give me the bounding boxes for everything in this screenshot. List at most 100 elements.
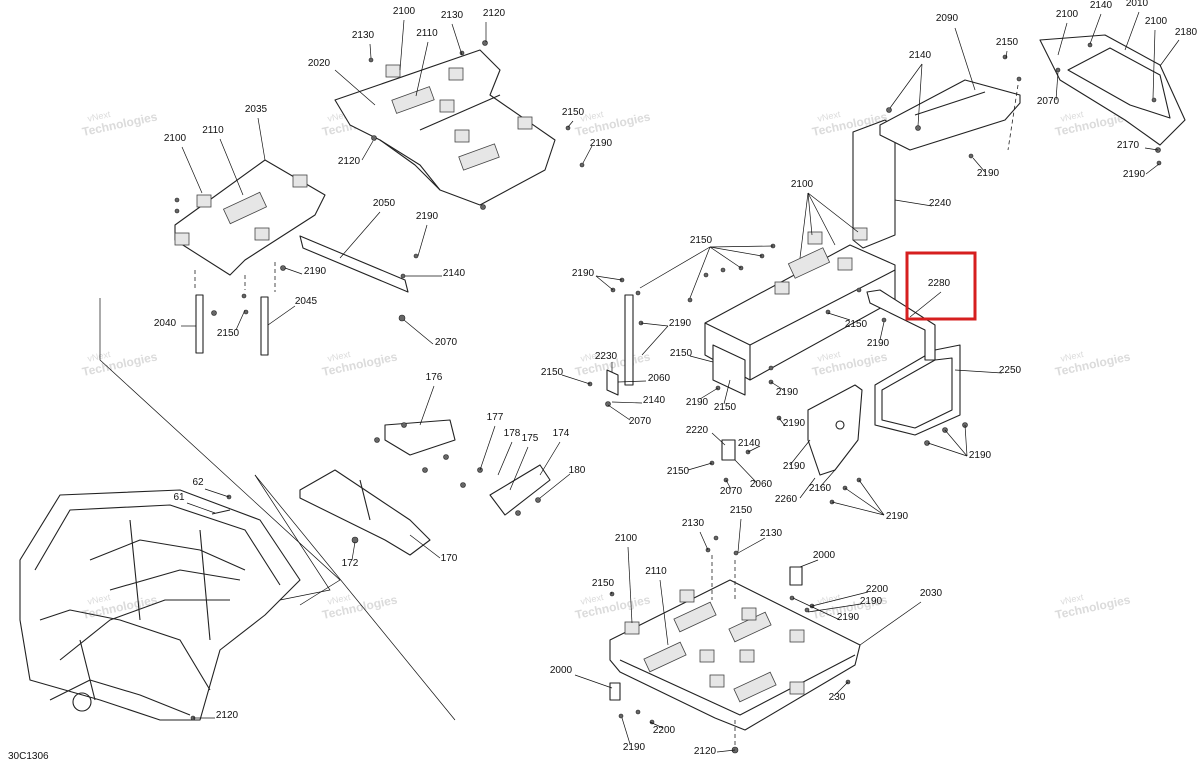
callout-2045: 2045 (295, 296, 318, 307)
callout-2190: 2190 (669, 318, 692, 329)
callout-2190: 2190 (416, 211, 439, 222)
callout-2000: 2000 (550, 665, 573, 676)
callout-2000: 2000 (813, 550, 836, 561)
callout-2140: 2140 (643, 395, 666, 406)
callout-178: 178 (504, 428, 521, 439)
callout-2110: 2110 (416, 28, 438, 39)
callout-2190: 2190 (783, 418, 806, 429)
callout-2190: 2190 (969, 450, 992, 461)
callout-2140: 2140 (443, 268, 466, 279)
callout-2120: 2120 (338, 156, 361, 167)
watermark-line1: vNext (87, 592, 112, 607)
fasteners-center (587, 243, 831, 421)
callout-2240: 2240 (929, 198, 952, 209)
callout-2230: 2230 (595, 351, 618, 362)
part-panel-2250 (874, 344, 968, 446)
callout-2100: 2100 (164, 133, 187, 144)
callout-2150: 2150 (690, 235, 713, 246)
callout-2040: 2040 (154, 318, 177, 329)
part-bracket-2050 (280, 235, 419, 322)
callout-2190: 2190 (623, 742, 646, 753)
callout-2130: 2130 (441, 10, 464, 21)
callout-2140: 2140 (1090, 0, 1113, 11)
callout-2190: 2190 (860, 596, 883, 607)
callout-2010: 2010 (1126, 0, 1149, 9)
callout-2100: 2100 (1056, 9, 1079, 20)
callout-2200: 2200 (866, 584, 889, 595)
callout-2035: 2035 (245, 104, 268, 115)
callout-2110: 2110 (645, 566, 667, 577)
part-vehicle-frame (19, 489, 301, 721)
part-plate-2260 (807, 384, 863, 505)
callout-62: 62 (192, 477, 204, 488)
callout-2110: 2110 (202, 125, 224, 136)
callout-2180: 2180 (1175, 27, 1198, 38)
callout-2060: 2060 (648, 373, 671, 384)
highlight-box-2280 (905, 251, 977, 321)
part-hitch-assembly (211, 419, 551, 556)
callout-2130: 2130 (682, 518, 705, 529)
callout-2070: 2070 (720, 486, 743, 497)
callout-170: 170 (441, 553, 458, 564)
part-bracket-2280 (856, 287, 936, 361)
callout-2220: 2220 (686, 425, 709, 436)
callout-2150: 2150 (541, 367, 564, 378)
callout-2190: 2190 (837, 612, 860, 623)
watermark-line1: vNext (1060, 349, 1085, 364)
callout-2150: 2150 (562, 107, 585, 118)
watermark-line1: vNext (327, 349, 352, 364)
callout-2150: 2150 (670, 348, 693, 359)
callout-2200: 2200 (653, 725, 676, 736)
part-bracket-2090 (879, 54, 1022, 159)
callout-2030: 2030 (920, 588, 943, 599)
callout-2150: 2150 (667, 466, 690, 477)
callout-2190: 2190 (1123, 169, 1146, 180)
callout-2130: 2130 (352, 30, 375, 41)
callout-2190: 2190 (686, 397, 709, 408)
callout-2070: 2070 (629, 416, 652, 427)
watermark-line1: vNext (580, 349, 605, 364)
callout-2120: 2120 (483, 8, 506, 19)
callout-2260: 2260 (775, 494, 798, 505)
callout-2070: 2070 (1037, 96, 1060, 107)
part-skid-plate-left (174, 159, 326, 292)
callout-2100: 2100 (791, 179, 814, 190)
callout-2090: 2090 (936, 13, 959, 24)
part-skid-plate-top-center (334, 40, 585, 210)
watermark-line1: vNext (87, 109, 112, 124)
leader-lines (99, 11, 1180, 753)
callout-61: 61 (173, 492, 185, 503)
callout-2190: 2190 (867, 338, 890, 349)
callout-2150: 2150 (996, 37, 1019, 48)
callout-2150: 2150 (217, 328, 240, 339)
watermark-line1: vNext (817, 109, 842, 124)
callout-2190: 2190 (776, 387, 799, 398)
callout-2070: 2070 (435, 337, 458, 348)
watermark-line1: vNext (327, 592, 352, 607)
callout-2190: 2190 (886, 511, 909, 522)
watermark-line1: vNext (580, 592, 605, 607)
callout-2140: 2140 (909, 50, 932, 61)
callout-2060: 2060 (750, 479, 773, 490)
callout-2120: 2120 (216, 710, 239, 721)
callout-174: 174 (553, 428, 570, 439)
document-code: 30C1306 (8, 751, 49, 762)
callout-2150: 2150 (592, 578, 615, 589)
callout-2160: 2160 (809, 483, 832, 494)
callout-2120: 2120 (694, 746, 717, 757)
callout-2280: 2280 (928, 278, 951, 289)
callout-2050: 2050 (373, 198, 396, 209)
callout-2190: 2190 (977, 168, 1000, 179)
callout-2190: 2190 (304, 266, 327, 277)
callout-230: 230 (829, 692, 846, 703)
part-brackets-2040-2045 (195, 293, 269, 356)
callout-175: 175 (522, 433, 539, 444)
callout-2150: 2150 (714, 402, 737, 413)
